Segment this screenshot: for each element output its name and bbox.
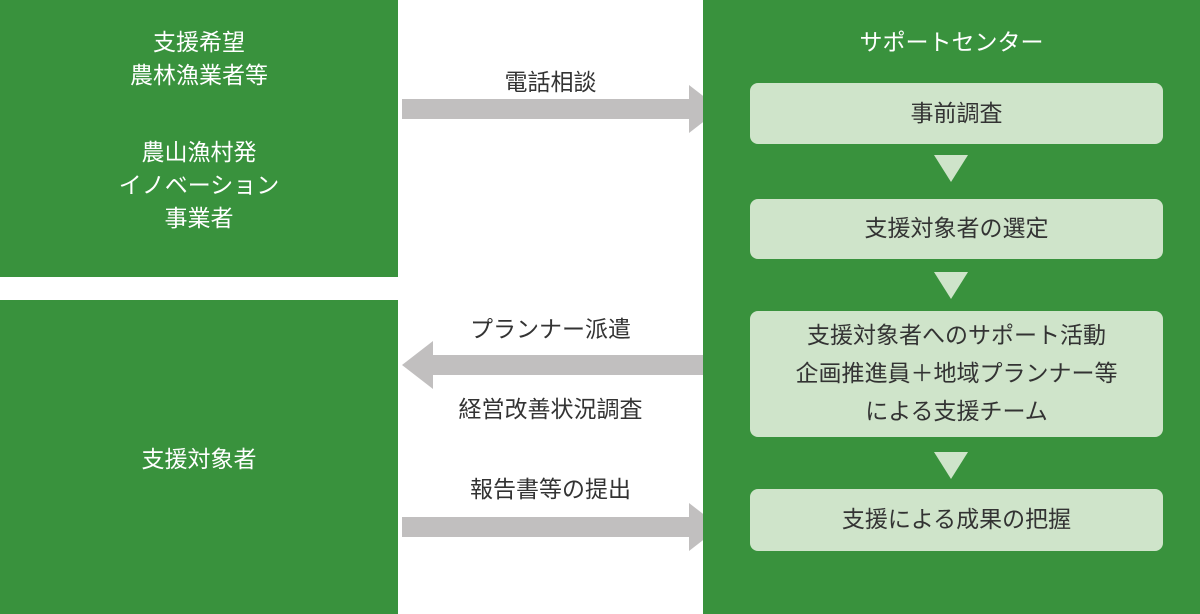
down-triangle-icon: [934, 155, 968, 182]
support-target-box: 支援対象者: [0, 300, 398, 614]
down-triangle-icon: [934, 452, 968, 479]
step-results-assessment: 支援による成果の把握: [750, 489, 1163, 551]
applicants-group-1: 支援希望 農林漁業者等: [0, 27, 398, 93]
arrow-body: [433, 355, 720, 375]
step-line: 支援対象者の選定: [864, 216, 1049, 242]
planner-dispatch-label: プランナー派遣: [470, 317, 631, 343]
arrow-body: [402, 517, 689, 537]
arrow-head: [402, 341, 433, 389]
step-line: による支援チーム: [865, 399, 1048, 425]
applicants-line: 農山漁村発: [141, 140, 257, 166]
applicants-line: イノベーション: [118, 173, 280, 199]
support-target-label: 支援対象者: [141, 447, 257, 473]
step-preliminary-survey: 事前調査: [750, 83, 1163, 144]
support-center-panel: サポートセンター 事前調査 支援対象者の選定 支援対象者へのサポート活動 企画推…: [703, 0, 1200, 614]
step-support-activities: 支援対象者へのサポート活動 企画推進員＋地域プランナー等 による支援チーム: [750, 311, 1163, 437]
applicants-line: 支援希望: [153, 30, 245, 56]
step-line: 企画推進員＋地域プランナー等: [795, 361, 1118, 387]
applicants-box: 支援希望 農林漁業者等 農山漁村発 イノベーション 事業者: [0, 0, 398, 277]
support-center-title: サポートセンター: [859, 30, 1044, 56]
arrow-left-planner-dispatch-icon: [402, 341, 720, 389]
step-target-selection: 支援対象者の選定: [750, 199, 1163, 259]
applicants-line: 事業者: [164, 206, 234, 232]
step-line: 事前調査: [910, 100, 1003, 127]
applicants-group-2: 農山漁村発 イノベーション 事業者: [0, 137, 398, 236]
down-triangle-icon: [934, 272, 968, 299]
management-improvement-survey-label: 経営改善状況調査: [458, 397, 643, 423]
step-line: 支援対象者へのサポート活動: [807, 323, 1106, 349]
step-line: 支援による成果の把握: [841, 507, 1072, 533]
report-submission-label: 報告書等の提出: [470, 477, 631, 503]
applicants-line: 農林漁業者等: [130, 63, 268, 89]
arrow-body: [402, 99, 689, 119]
arrow-right-phone-consultation-icon: [402, 85, 720, 133]
arrow-right-report-submission-icon: [402, 503, 720, 551]
phone-consultation-label: 電話相談: [504, 70, 597, 96]
